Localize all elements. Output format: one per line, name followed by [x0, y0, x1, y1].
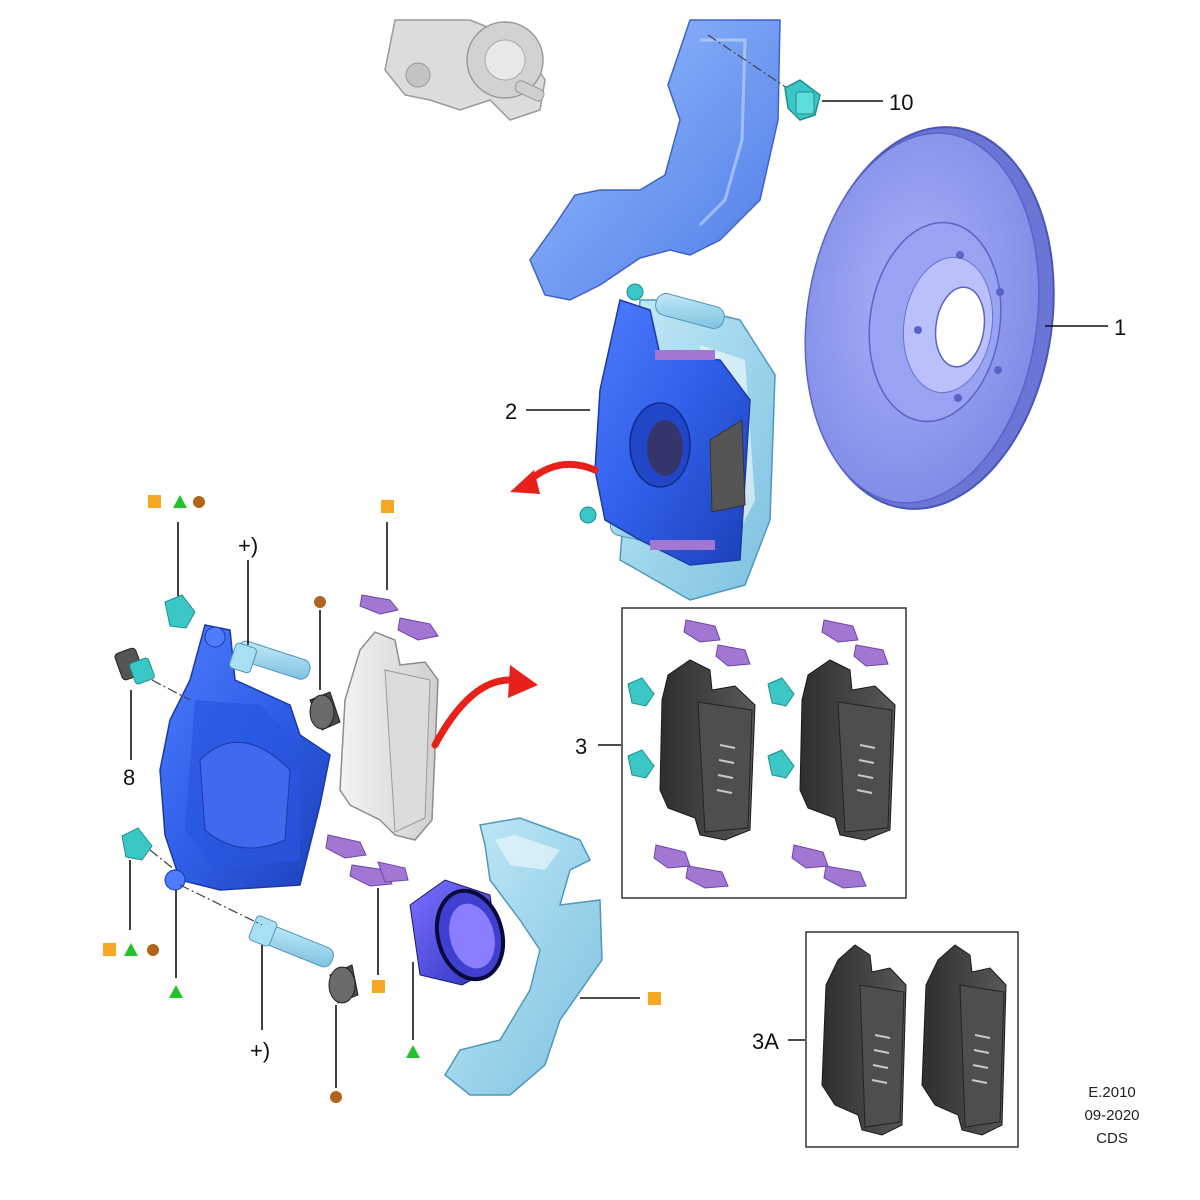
marker-triangle-caliper [169, 985, 183, 998]
callout-guide-pin-upper: +) [238, 533, 258, 558]
marker-triangle-piston [406, 1045, 420, 1058]
marker-circle-upper-bushing [314, 596, 326, 608]
marker-group-upper-left [148, 495, 205, 508]
guide-bolt-upper [164, 594, 196, 629]
callout-guide-pin-lower: +) [250, 1038, 270, 1063]
marker-square-lower-clips [372, 980, 385, 993]
guide-pin-lower [248, 915, 334, 968]
pad-kit-box [621, 607, 907, 899]
callout-pad-set: 3A [752, 1029, 779, 1054]
bushing-upper [309, 691, 341, 731]
footer-code: E.2010 [1088, 1084, 1136, 1101]
marker-circle-lower-bushing [330, 1091, 342, 1103]
footer-date: 09-2020 [1084, 1107, 1139, 1124]
red-arrow-icon [431, 665, 538, 749]
splash-shield [529, 19, 791, 301]
pad-set-box [805, 931, 1019, 1148]
guide-pin-upper [229, 640, 311, 680]
anti-rattle-clips-upper [359, 594, 439, 641]
callout-pad-kit: 3 [575, 734, 587, 759]
shield-bolt [784, 79, 821, 121]
footer-tag: CDS [1096, 1130, 1128, 1147]
brake-pad-exploded [339, 631, 439, 841]
anti-rattle-clips-lower [325, 834, 409, 887]
marker-square-bracket [648, 992, 661, 1005]
caliper-assembly [579, 283, 776, 601]
caliper-piston [409, 879, 506, 986]
callout-bleed-screw: 8 [123, 765, 135, 790]
marker-square-upper-clips [381, 500, 394, 513]
callout-disc: 1 [1114, 315, 1126, 340]
caliper-body [159, 624, 331, 891]
wheel-hub-knuckle [384, 19, 546, 121]
diagram-footer: E.2010 09-2020 CDS [1084, 1084, 1139, 1147]
red-arrow-icon [510, 460, 599, 494]
marker-group-lower-left [103, 943, 159, 956]
brake-disc [804, 126, 1055, 510]
bleed-screw [114, 647, 155, 685]
caliper-carrier-bracket [444, 817, 603, 1096]
callout-caliper-assembly: 2 [505, 399, 517, 424]
guide-bolt-lower [121, 827, 153, 861]
bushing-lower [328, 964, 359, 1004]
callout-shield-bolt: 10 [889, 90, 913, 115]
